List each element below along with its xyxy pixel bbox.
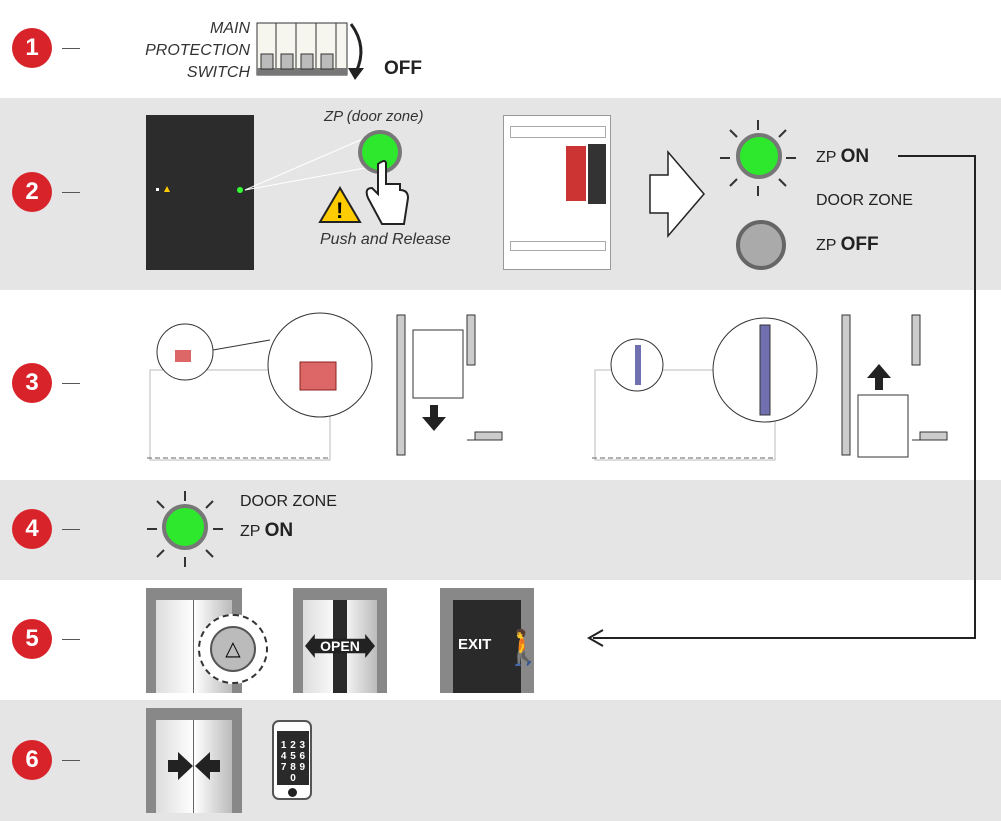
key[interactable]: 1 [280, 740, 287, 751]
board-terminal [510, 241, 606, 251]
board-module [588, 144, 606, 204]
label-line: SWITCH [186, 64, 250, 81]
door-zone-label: DOOR ZONE [816, 192, 913, 209]
call-button-zoom: △ [198, 614, 268, 684]
zp-button-caption: ZP (door zone) [324, 108, 424, 125]
zoom-lines [156, 137, 366, 193]
key[interactable]: 5 [290, 751, 296, 762]
divider [62, 48, 80, 49]
elevator-exit: EXIT 🚶 [440, 588, 544, 693]
zp-on-label: ZP ON [240, 520, 293, 542]
divider [62, 192, 80, 193]
zp-prefix: ZP [240, 523, 261, 540]
divider [62, 529, 80, 530]
up-call-button[interactable]: △ [210, 626, 256, 672]
protection-switch-icon [256, 22, 364, 80]
result-arrow-icon [649, 149, 705, 239]
door-gap [193, 720, 194, 813]
key[interactable]: 4 [280, 751, 287, 762]
zp-on-label: ZP ON [816, 146, 869, 168]
zp-off-label: ZP OFF [816, 234, 879, 256]
led-on-rays [720, 120, 796, 196]
control-panel-cabinet [146, 115, 254, 270]
key[interactable]: 3 [299, 740, 306, 751]
label-line: MAIN [210, 20, 250, 37]
zp-led-on [736, 133, 782, 179]
zp-state: ON [840, 146, 870, 167]
key[interactable]: 6 [299, 751, 306, 762]
close-arrows-icon [168, 752, 220, 780]
exit-label: EXIT [458, 636, 492, 653]
zp-led-on [162, 504, 208, 550]
key[interactable]: 7 [280, 762, 287, 773]
key[interactable]: 0 [290, 773, 296, 784]
zp-led-off [736, 220, 786, 270]
step-badge: 4 [12, 509, 52, 549]
switch-label: MAIN PROTECTION SWITCH [140, 18, 250, 84]
open-label: OPEN [320, 638, 360, 654]
elevator-door-closing [146, 708, 242, 813]
svg-text:!: ! [336, 198, 343, 223]
board-module [566, 146, 586, 201]
divider [62, 383, 80, 384]
elevator-door-open: OPEN [293, 588, 387, 693]
push-hand-icon: ! [318, 160, 410, 225]
zp-prefix: ZP [816, 237, 837, 254]
flow-connector-arrow [586, 155, 976, 647]
step-badge: 1 [12, 28, 52, 68]
door-opening [453, 600, 521, 693]
step-badge: 5 [12, 619, 52, 659]
door-unlock-illustration [147, 312, 948, 461]
label-line: PROTECTION [145, 42, 250, 59]
key[interactable]: 8 [290, 762, 296, 773]
walking-person-icon: 🚶 [502, 629, 545, 667]
zp-state: ON [264, 520, 294, 541]
zp-state: OFF [840, 234, 879, 255]
step-badge: 2 [12, 172, 52, 212]
key[interactable]: 9 [299, 762, 306, 773]
zp-prefix: ZP [816, 149, 837, 166]
divider [62, 639, 80, 640]
door-gap [193, 600, 194, 693]
home-button [288, 788, 297, 797]
led-on-rays [147, 491, 223, 567]
push-release-label: Push and Release [320, 231, 451, 248]
divider [62, 760, 80, 761]
board-terminal [510, 126, 606, 138]
door-zone-label: DOOR ZONE [240, 493, 337, 510]
controller-board [503, 115, 611, 270]
off-label: OFF [384, 58, 422, 79]
step-badge: 3 [12, 363, 52, 403]
key[interactable]: 2 [290, 740, 296, 751]
step-badge: 6 [12, 740, 52, 780]
